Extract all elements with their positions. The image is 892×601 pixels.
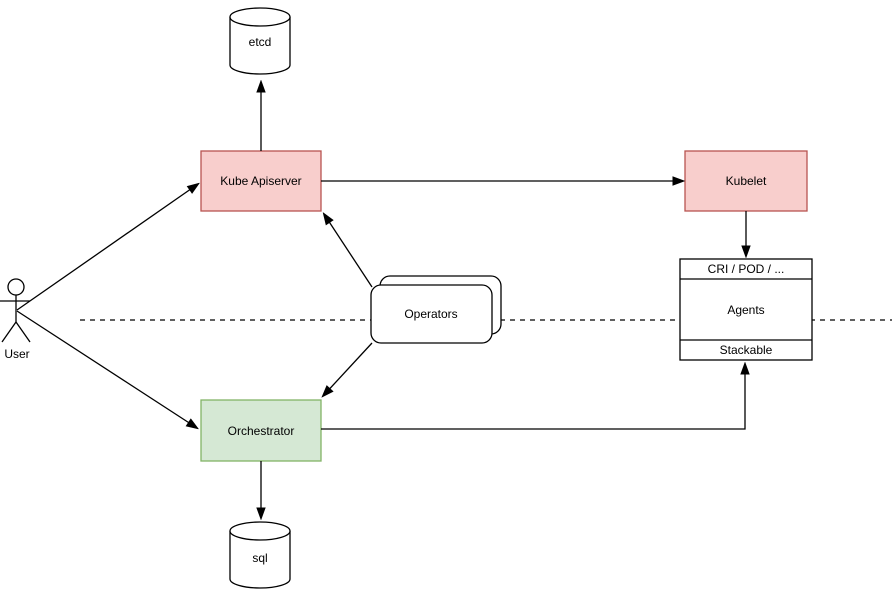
kube-apiserver-label: Kube Apiserver [220,174,301,188]
agents-stack-footer-label: Stackable [720,343,773,357]
etcd-cylinder-body [229,17,291,75]
user-label: User [4,347,29,361]
actor-left-leg [1,321,17,343]
edge-orchestrator-to-stackable [321,364,745,430]
node-kubelet: Kubelet [684,150,808,212]
etcd-label: etcd [249,35,272,49]
etcd-cylinder-top [229,7,291,27]
kubelet-label: Kubelet [726,174,767,188]
agents-stack-header-label: CRI / POD / ... [708,262,785,276]
node-agents-stack: CRI / POD / ... Agents Stackable [679,258,813,361]
actor-head [7,278,25,296]
edge-user-to-kube-apiserver [16,184,198,311]
node-etcd-database: etcd [229,7,291,75]
operators-front-card [370,284,493,344]
node-operators: Operators [370,275,502,344]
actor-right-leg [15,321,31,343]
agents-stack-body-label: Agents [727,303,764,317]
operators-label: Operators [404,307,457,321]
node-user-actor: User [0,278,31,361]
sql-label: sql [252,551,267,565]
node-orchestrator: Orchestrator [200,399,322,462]
edge-operators-to-orchestrator [323,342,373,396]
edge-user-to-orchestrator [16,310,197,428]
node-sql-database: sql [229,521,291,589]
node-kube-apiserver: Kube Apiserver [200,150,322,212]
sql-cylinder-top [229,521,291,541]
kubelet-box [684,150,808,212]
sql-cylinder-body [229,531,291,589]
edge-operators-to-kube-apiserver [324,214,373,288]
agents-stack-box [679,258,813,361]
orchestrator-label: Orchestrator [228,424,295,438]
